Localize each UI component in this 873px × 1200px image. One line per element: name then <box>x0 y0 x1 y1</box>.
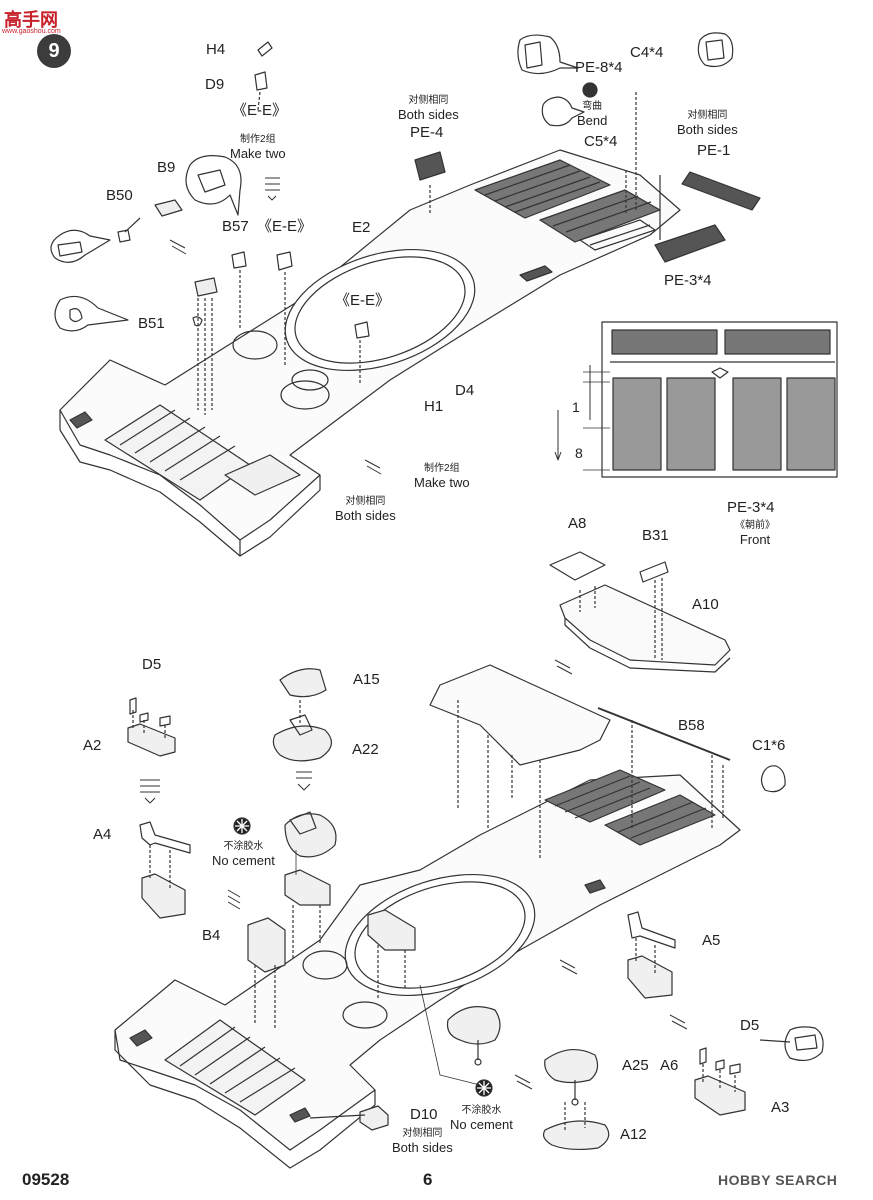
label-e2: E2 <box>352 219 371 236</box>
note-make-two-en: Make two <box>230 146 286 161</box>
label-b51: B51 <box>138 315 165 332</box>
note-both-sides-pe4: 对侧相同 Both sides <box>398 95 459 123</box>
photo-etch-parts <box>414 32 761 263</box>
lower-hull <box>114 664 786 1169</box>
label-d4: D4 <box>455 382 475 399</box>
note-no-cement-2-en: No cement <box>450 1117 513 1132</box>
label-h1: H1 <box>424 398 444 415</box>
label-b4: B4 <box>202 927 221 944</box>
label-pe8: PE-8*4 <box>575 59 623 76</box>
note-no-cement-2: 不涂胶水 No cement <box>450 1105 513 1133</box>
site-logo: 高手网 <box>4 10 58 30</box>
note-make-two-2: 制作2组 Make two <box>414 463 470 491</box>
note-both-sides-d10: 对侧相同 Both sides <box>392 1128 453 1156</box>
label-d5-left: D5 <box>142 656 162 673</box>
label-pe4: PE-4 <box>410 124 444 141</box>
label-b50: B50 <box>106 187 133 204</box>
note-no-cement-2-cn: 不涂胶水 <box>461 1105 502 1116</box>
note-front: 《朝前》 Front <box>735 520 775 548</box>
note-make-two-2-cn: 制作2组 <box>424 463 460 474</box>
label-a12: A12 <box>620 1126 647 1143</box>
label-d5-right: D5 <box>740 1017 760 1034</box>
note-bend-en: Bend <box>577 113 608 128</box>
label-a8: A8 <box>568 515 587 532</box>
note-both-sides-en: Both sides <box>398 107 459 122</box>
note-both-sides-hull-en: Both sides <box>335 508 396 523</box>
note-make-two-1: 制作2组 Make two <box>230 134 286 162</box>
note-no-cement-1: 不涂胶水 No cement <box>212 841 275 869</box>
label-d9: D9 <box>205 76 225 93</box>
note-bend-cn: 弯曲 <box>582 101 603 112</box>
label-a25: A25 <box>622 1057 649 1074</box>
label-h4: H4 <box>206 41 226 58</box>
label-c4: C4*4 <box>630 44 664 61</box>
watermark-brand: HOBBY SEARCH <box>718 1172 838 1188</box>
step-number-badge: 9 <box>37 34 71 68</box>
label-a4: A4 <box>93 826 112 843</box>
detail-callouts-upper <box>50 41 382 475</box>
note-both-sides-pe1-en: Both sides <box>677 122 738 137</box>
label-a6: A6 <box>660 1057 679 1074</box>
note-front-en: Front <box>739 532 771 547</box>
note-both-sides-pe1-cn: 对侧相同 <box>687 110 728 121</box>
note-both-sides-hull: 对侧相同 Both sides <box>335 496 396 524</box>
dimension-1: 1 <box>572 399 580 415</box>
note-bend: 弯曲 Bend <box>577 101 607 129</box>
label-b58: B58 <box>678 717 705 734</box>
label-a2: A2 <box>83 737 102 754</box>
page-number: 6 <box>423 1170 433 1189</box>
note-both-sides-pe1: 对侧相同 Both sides <box>677 110 738 138</box>
note-front-cn: 《朝前》 <box>735 520 775 531</box>
note-no-cement-1-cn: 不涂胶水 <box>223 841 264 852</box>
note-both-sides-d10-en: Both sides <box>392 1140 453 1155</box>
label-a3: A3 <box>771 1099 790 1116</box>
label-a10: A10 <box>692 596 719 613</box>
label-ee-view-2: 《E-E》 <box>257 218 313 235</box>
note-both-sides-d10-cn: 对侧相同 <box>402 1128 443 1139</box>
lower-small-parts <box>127 668 824 1151</box>
label-b57: B57 <box>222 218 249 235</box>
label-a15: A15 <box>353 671 380 688</box>
note-both-sides-cn: 对侧相同 <box>408 95 449 106</box>
dimension-8: 8 <box>575 445 583 461</box>
label-d10: D10 <box>410 1106 438 1123</box>
label-pe1: PE-1 <box>697 142 731 159</box>
grill-detail-inset <box>554 321 838 478</box>
upper-hull-top <box>59 149 681 557</box>
note-no-cement-1-en: No cement <box>212 853 275 868</box>
label-c5: C5*4 <box>584 133 618 150</box>
label-b31: B31 <box>642 527 669 544</box>
label-pe3-main: PE-3*4 <box>664 272 712 289</box>
rear-plate-parts <box>549 551 731 675</box>
label-c1: C1*6 <box>752 737 786 754</box>
note-make-two-cn: 制作2组 <box>240 134 276 145</box>
site-logo-url: www.gaoshou.com <box>2 28 61 35</box>
label-b9: B9 <box>157 159 176 176</box>
label-ee-view-1: 《E-E》 <box>232 102 288 119</box>
label-pe3-inset: PE-3*4 <box>727 499 775 516</box>
note-both-sides-hull-cn: 对侧相同 <box>345 496 386 507</box>
label-a5: A5 <box>702 932 721 949</box>
note-make-two-2-en: Make two <box>414 475 470 490</box>
label-ee-view-3: 《E-E》 <box>335 292 391 309</box>
kit-code: 09528 <box>22 1170 70 1189</box>
label-a22: A22 <box>352 741 379 758</box>
